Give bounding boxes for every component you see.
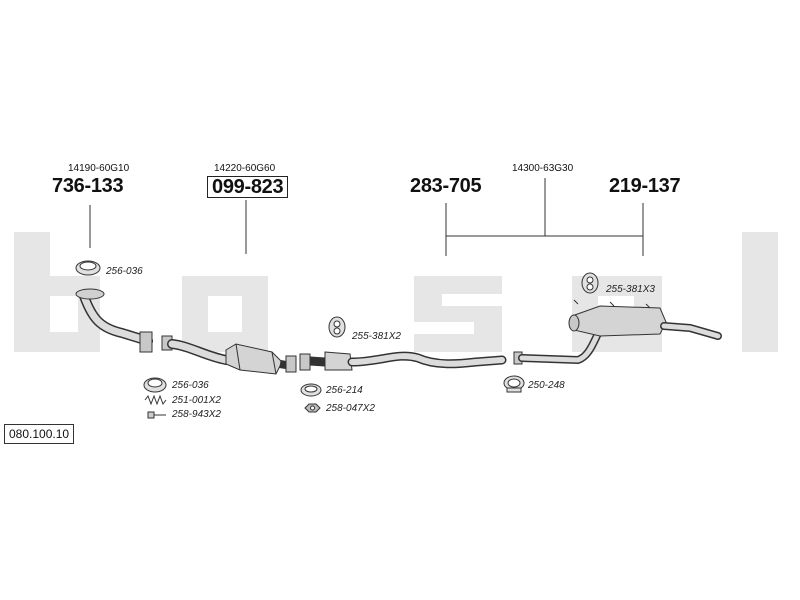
bosal-part-center-pipe[interactable]: 283-705	[410, 175, 482, 197]
rubber-hanger-icon	[328, 316, 346, 338]
leader-lines	[89, 178, 644, 256]
accessory-label[interactable]: 256-036	[106, 266, 143, 277]
spring-icon	[144, 394, 167, 406]
accessory-label[interactable]: 250-248	[528, 380, 565, 391]
bosal-part-rear-silencer[interactable]: 219-137	[609, 175, 681, 197]
accessory-label[interactable]: 256-214	[326, 385, 363, 396]
bosal-part-front-pipe[interactable]: 736-133	[52, 175, 124, 197]
accessory-label[interactable]: 255-381X3	[606, 284, 655, 295]
rubber-hanger-icon	[581, 272, 599, 294]
gasket-icon	[75, 260, 101, 276]
rear-silencer-part	[513, 299, 722, 365]
accessory-label[interactable]: 258-943X2	[172, 409, 221, 420]
gasket-icon	[300, 383, 322, 397]
oem-number-catalytic-converter: 14220-60G60	[214, 163, 276, 174]
gasket-icon	[143, 377, 167, 393]
accessory-label[interactable]: 256-036	[172, 380, 209, 391]
accessory-label[interactable]: 258-047X2	[326, 403, 375, 414]
bolt-icon	[147, 411, 166, 419]
oem-number-front-pipe: 14190-60G10	[68, 163, 130, 174]
oem-number-center-pipe: 14300-63G30	[512, 163, 574, 174]
accessory-label[interactable]: 255-381X2	[352, 331, 401, 342]
accessory-label[interactable]: 251-001X2	[172, 395, 221, 406]
front-pipe-part	[75, 288, 153, 353]
diagram-number: 080.100.10	[4, 424, 75, 444]
center-pipe-part	[299, 351, 507, 371]
clamp-icon	[503, 375, 525, 393]
catalytic-converter-part	[161, 335, 297, 375]
bosal-part-catalytic-converter[interactable]: 099-823	[207, 176, 289, 198]
nut-icon	[304, 403, 321, 413]
